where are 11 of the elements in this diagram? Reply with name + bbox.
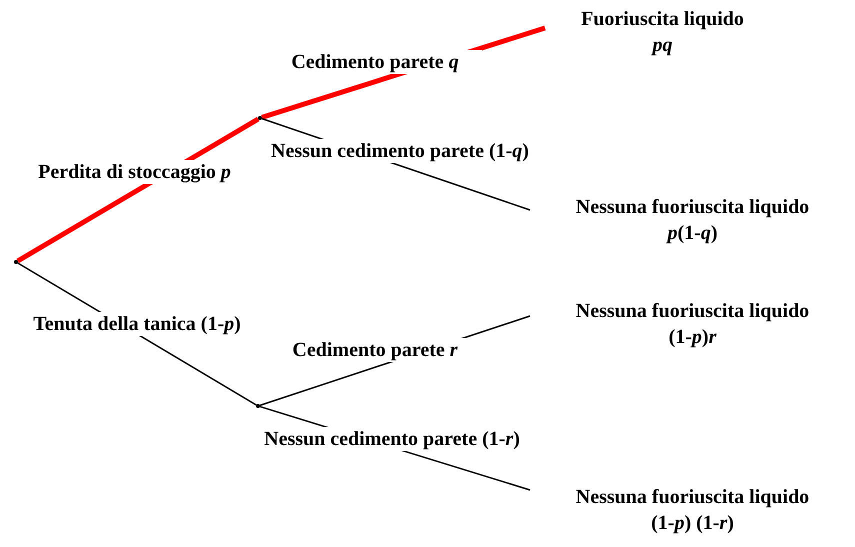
branch-point xyxy=(14,260,18,264)
outcome-label: Nessuna fuoriuscita liquido xyxy=(574,299,810,324)
probability-label: (1-p) (1-r) xyxy=(650,511,735,536)
outcome-label: Fuoriuscita liquido xyxy=(580,7,745,32)
probability-label: p(1-q) xyxy=(665,221,718,246)
outcome-label: Nessuna fuoriuscita liquido xyxy=(574,485,810,510)
probability-label: (1-p)r xyxy=(668,325,718,350)
probability-label: pq xyxy=(650,33,674,58)
branch-point xyxy=(258,116,262,120)
outcome-label: Nessuna fuoriuscita liquido xyxy=(574,195,810,220)
branch-point xyxy=(256,404,260,408)
